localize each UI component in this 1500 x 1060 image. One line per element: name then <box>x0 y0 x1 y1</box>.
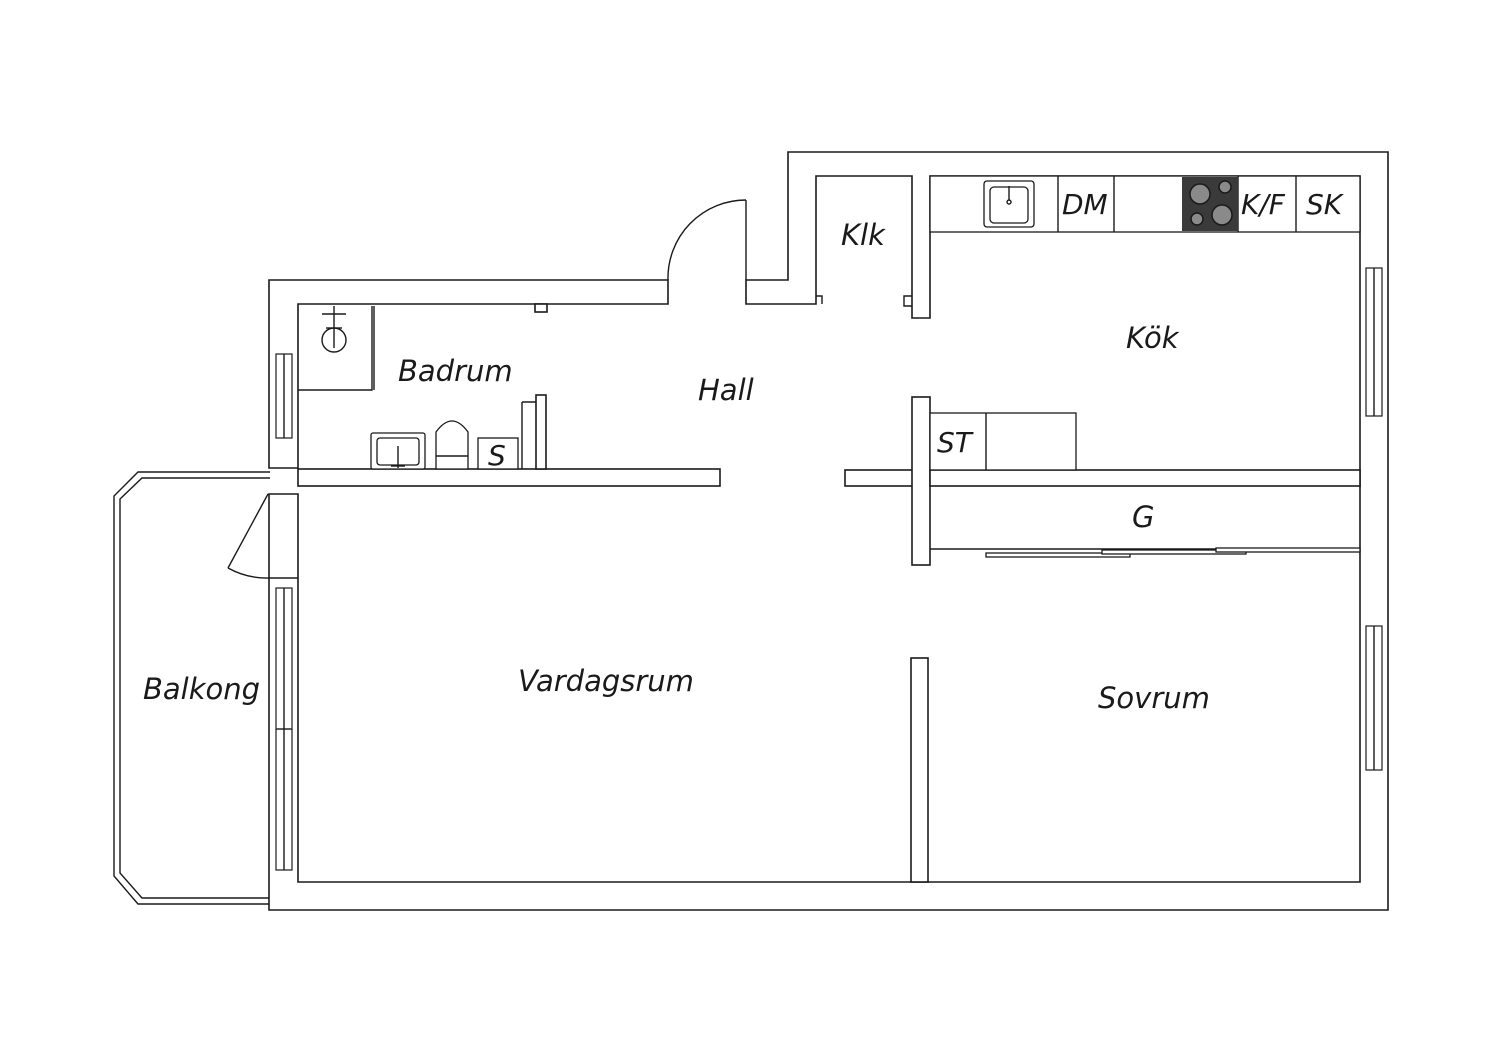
windows <box>275 267 1383 871</box>
room-label-sovrum: Sovrum <box>1098 681 1210 715</box>
toilet-icon <box>435 420 469 470</box>
outer-walls <box>268 151 1389 911</box>
room-label-vardagsrum: Vardagsrum <box>518 664 694 698</box>
shower-icon <box>298 306 375 391</box>
room-label-garderob: G <box>1132 500 1154 534</box>
room-labels: Badrum Hall Klk Kök Vardagsrum Sovrum Ba… <box>143 218 1210 715</box>
fixture-label-kf: K/F <box>1241 188 1286 221</box>
kitchen-sink-icon <box>983 180 1035 228</box>
balcony-door[interactable] <box>227 493 270 579</box>
room-label-balkong: Balkong <box>143 672 260 706</box>
window-kitchen <box>1365 267 1383 417</box>
room-label-hall: Hall <box>698 373 754 407</box>
stove-icon <box>1182 177 1238 231</box>
bathroom-fixtures <box>298 306 519 470</box>
fixture-label-s: S <box>488 439 506 472</box>
entrance-door[interactable] <box>667 199 747 281</box>
window-bedroom <box>1365 625 1383 771</box>
washer-icon <box>477 437 519 470</box>
wardrobe-sliding-doors <box>930 547 1361 558</box>
balcony <box>113 471 270 905</box>
kitchen-counter <box>929 175 1361 233</box>
room-label-badrum: Badrum <box>398 354 513 388</box>
fixture-label-st: ST <box>937 426 974 459</box>
room-label-klk: Klk <box>841 218 886 252</box>
window-bathroom <box>275 353 293 439</box>
room-label-kok: Kök <box>1126 321 1180 355</box>
fixture-label-dm: DM <box>1062 188 1108 221</box>
bathroom-sink-icon <box>370 432 426 470</box>
kitchen-cabinets <box>929 412 1077 471</box>
window-living-room <box>275 587 293 871</box>
fixture-labels: DM K/F SK ST S <box>488 188 1345 472</box>
fixture-label-sk: SK <box>1306 188 1345 221</box>
